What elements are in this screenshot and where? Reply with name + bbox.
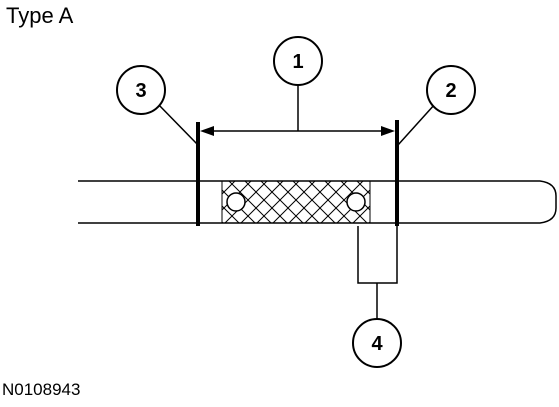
callout-4-label: 4 <box>371 333 383 355</box>
leader-2 <box>397 103 436 146</box>
callout-2: 2 <box>426 65 476 115</box>
upper-hole <box>346 192 366 212</box>
lower-hole <box>226 192 246 212</box>
callout-1: 1 <box>273 36 323 86</box>
leader-3 <box>155 101 199 146</box>
callout-2-label: 2 <box>445 80 456 102</box>
leader-4 <box>357 226 398 321</box>
callout-4: 4 <box>352 318 402 368</box>
figure-code: N0108943 <box>2 380 81 399</box>
callout-1-label: 1 <box>292 51 303 73</box>
crosshatch-range <box>221 181 371 223</box>
callout-3-label: 3 <box>135 80 146 102</box>
diagram-title: Type A <box>6 3 74 28</box>
callout-3: 3 <box>116 65 166 115</box>
